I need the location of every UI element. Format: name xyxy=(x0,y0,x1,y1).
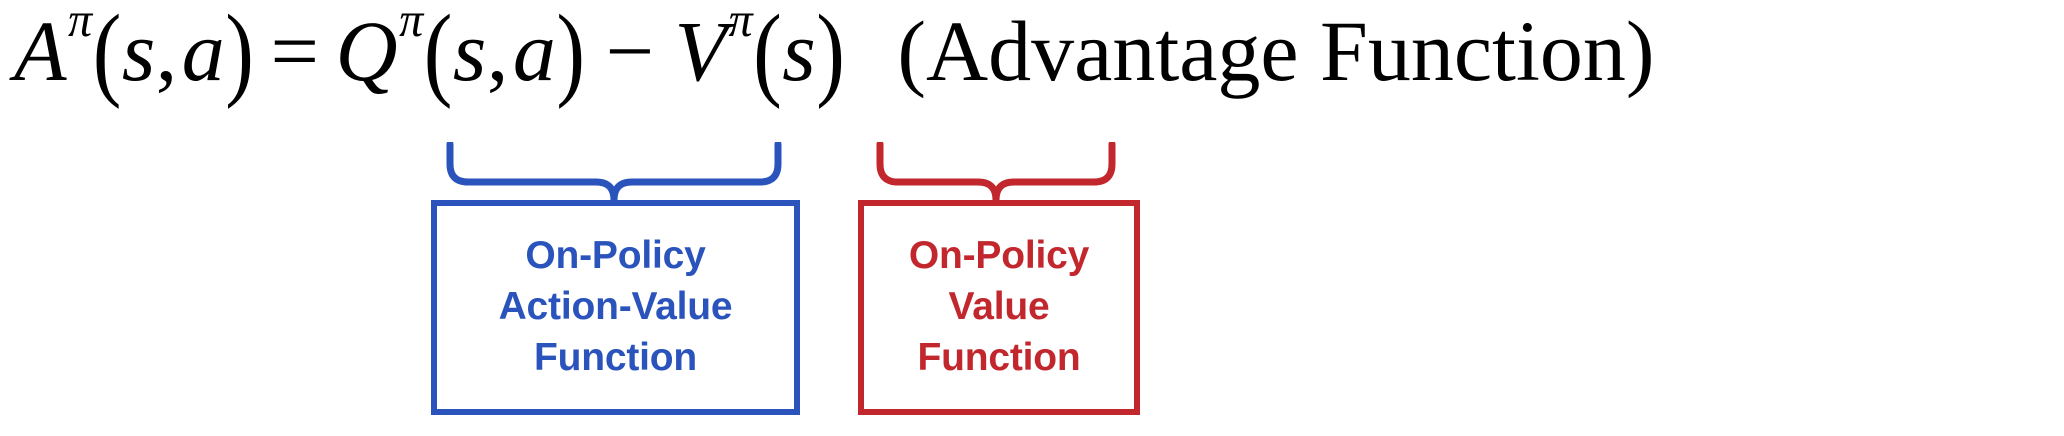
close-paren-V: ) xyxy=(816,0,846,110)
term-advantage: Aπ(s,a) xyxy=(14,0,254,103)
annotation-q-line-2: Action-Value xyxy=(498,285,733,329)
superscript-pi-A: π xyxy=(68,0,93,47)
annotation-box-q-function: On-Policy Action-Value Function xyxy=(431,200,800,415)
arg-state-Q: s xyxy=(452,3,487,99)
close-paren-Q: ) xyxy=(556,0,586,110)
comma-A: , xyxy=(155,3,178,99)
arg-action-Q: a xyxy=(512,3,557,99)
annotation-box-v-function: On-Policy Value Function xyxy=(858,200,1140,415)
arg-state-A: s xyxy=(121,3,156,99)
annotation-q-line-1: On-Policy xyxy=(525,234,706,278)
symbol-V: V xyxy=(674,3,728,99)
term-v-function: Vπ(s) xyxy=(674,0,845,103)
underbrace-q-icon xyxy=(446,142,782,204)
arg-action-A: a xyxy=(181,3,226,99)
term-q-function: Qπ(s,a) xyxy=(335,0,585,103)
close-paren-A: ) xyxy=(225,0,255,110)
annotation-q-line-3: Function xyxy=(533,335,698,379)
open-paren-A: ( xyxy=(92,0,122,110)
equals-sign: = xyxy=(270,3,320,99)
annotation-v-line-3: Function xyxy=(917,335,1081,379)
comma-Q: , xyxy=(486,3,509,99)
underbrace-v-icon xyxy=(876,142,1116,204)
arg-state-V: s xyxy=(782,3,817,99)
superscript-pi-V: π xyxy=(728,0,754,47)
open-paren-Q: ( xyxy=(423,0,453,110)
open-paren-V: ( xyxy=(753,0,783,110)
annotation-v-line-2: Value xyxy=(948,285,1050,329)
equation: Aπ(s,a) = Qπ(s,a) − Vπ(s) (Advantage Fun… xyxy=(14,0,1655,103)
superscript-pi-Q: π xyxy=(399,0,424,47)
annotation-v-line-1: On-Policy xyxy=(908,234,1090,278)
equation-tag-label: (Advantage Function) xyxy=(897,3,1655,99)
symbol-A: A xyxy=(14,3,68,99)
symbol-Q: Q xyxy=(335,3,399,99)
minus-sign: − xyxy=(605,3,655,99)
